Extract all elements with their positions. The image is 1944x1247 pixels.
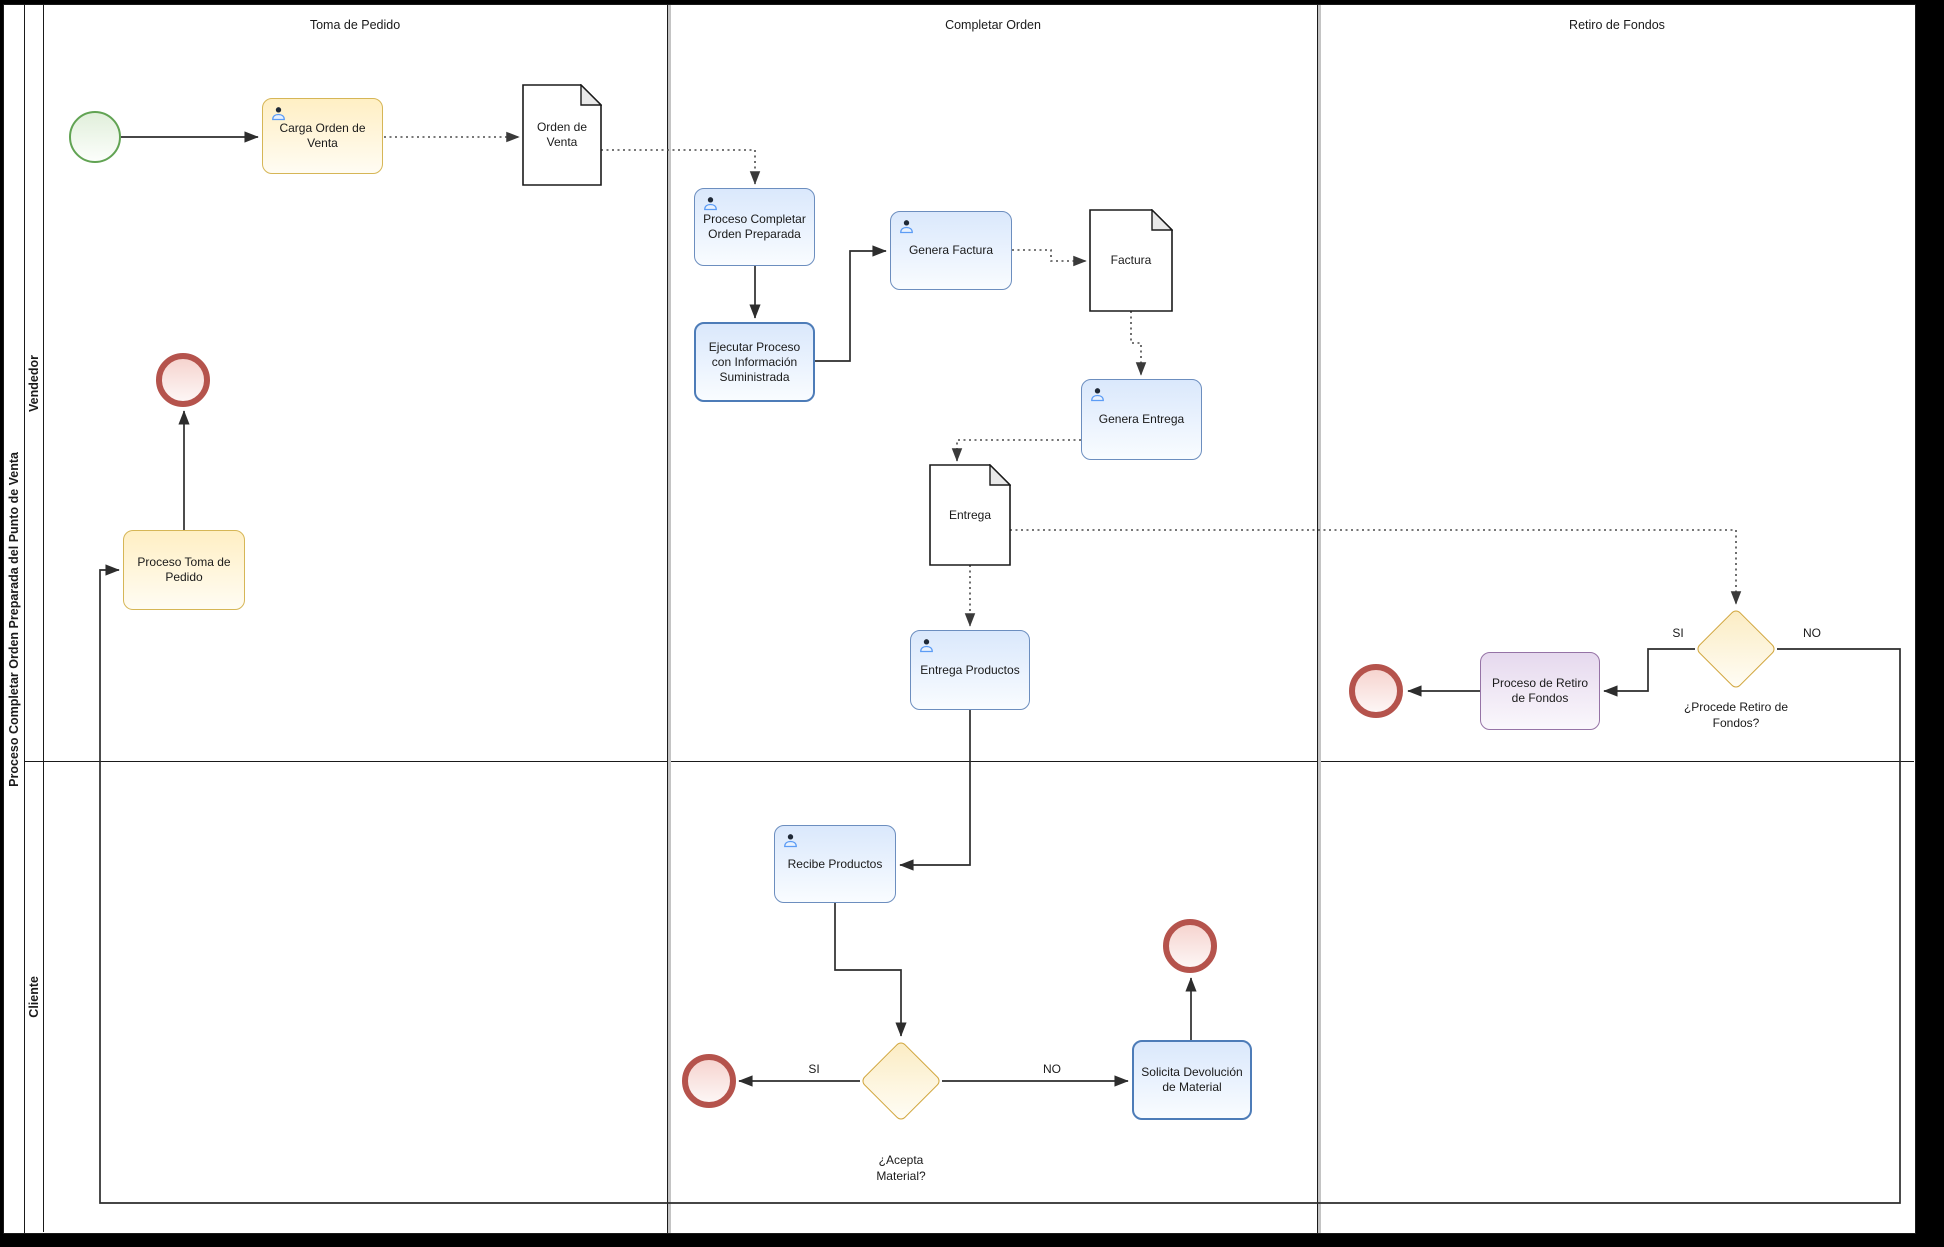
document-shape [929, 463, 1012, 566]
task-entrega-productos: Entrega Productos [910, 630, 1030, 710]
document-label: Entrega [948, 507, 992, 522]
document-label: Factura [1110, 253, 1152, 267]
task-label: Recibe Productos [787, 856, 883, 871]
task-label: Genera Entrega [1098, 412, 1185, 426]
task-solicita-devolucion: Solicita Devolución de Material [1132, 1040, 1252, 1120]
pool-title-strip: Proceso Completar Orden Preparada del Pu… [4, 5, 25, 1233]
end-event-vendedor [156, 353, 210, 407]
task-genera-entrega: Genera Entrega [1081, 379, 1202, 460]
task-label: Proceso Toma de Pedido [137, 555, 231, 584]
task-label: Solicita Devolución de Material [1141, 1065, 1243, 1094]
person-icon [1091, 388, 1104, 402]
task-label: Proceso Completar Orden Preparada [703, 212, 806, 241]
person-icon [704, 197, 717, 211]
person-icon [920, 639, 933, 653]
phase-header-retiro: Retiro de Fondos [1569, 18, 1665, 32]
task-genera-factura: Genera Factura [890, 211, 1012, 290]
person-icon [900, 220, 913, 234]
start-event [69, 111, 121, 163]
document-shape [522, 83, 603, 186]
person-icon [272, 107, 285, 121]
lane-cliente-label: Cliente [26, 975, 41, 1018]
document-entrega: Entrega [929, 463, 1012, 566]
gateway-procede-caption: ¿Procede Retiro de Fondos? [1676, 700, 1796, 731]
task-proceso-completar: Proceso Completar Orden Preparada [694, 188, 815, 266]
task-ejecutar-proceso: Ejecutar Proceso con Información Suminis… [694, 322, 815, 402]
lane-divider [24, 761, 1914, 762]
task-recibe-productos: Recibe Productos [774, 825, 896, 903]
task-label: Entrega Productos [920, 662, 1020, 677]
task-label: Carga Orden de Venta [279, 121, 366, 150]
gateway-acepta-caption: ¿Acepta Material? [856, 1153, 946, 1184]
edge-label-procede-si: SI [1672, 626, 1684, 640]
phase-divider-1 [667, 5, 671, 1233]
end-event-acepta-si [682, 1054, 736, 1108]
task-label: Ejecutar Proceso con Información Suminis… [708, 339, 801, 384]
lane-label-cliente: Cliente [24, 761, 44, 1232]
task-label: Proceso de Retiro de Fondos [1491, 676, 1589, 705]
phase-header-completar: Completar Orden [945, 18, 1041, 32]
lane-label-vendedor: Vendedor [24, 5, 44, 761]
phase-divider-2 [1317, 5, 1321, 1233]
edge-label-acepta-si: SI [808, 1062, 820, 1076]
pool-title: Proceso Completar Orden Preparada del Pu… [7, 451, 21, 787]
gateway-caption-text: ¿Acepta Material? [876, 1153, 926, 1183]
phase-header-toma: Toma de Pedido [309, 18, 401, 32]
edge-label-procede-no: NO [1803, 626, 1821, 640]
task-carga-orden: Carga Orden de Venta [262, 98, 383, 174]
edge-label-acepta-no: NO [1043, 1062, 1061, 1076]
document-orden-venta: Orden de Venta [522, 83, 603, 186]
gateway-caption-text: ¿Procede Retiro de Fondos? [1683, 700, 1789, 730]
document-shape [1089, 208, 1174, 312]
end-event-retiro [1349, 664, 1403, 718]
task-proceso-retiro: Proceso de Retiro de Fondos [1480, 652, 1600, 730]
task-proceso-toma: Proceso Toma de Pedido [123, 530, 245, 610]
lane-vendedor-label: Vendedor [26, 354, 41, 412]
person-icon [784, 834, 797, 848]
document-label: Orden de Venta [536, 120, 588, 149]
end-event-solicita [1163, 919, 1217, 973]
task-label: Genera Factura [908, 243, 994, 257]
bpmn-pool: Proceso Completar Orden Preparada del Pu… [3, 4, 1916, 1234]
document-factura: Factura [1089, 208, 1174, 312]
